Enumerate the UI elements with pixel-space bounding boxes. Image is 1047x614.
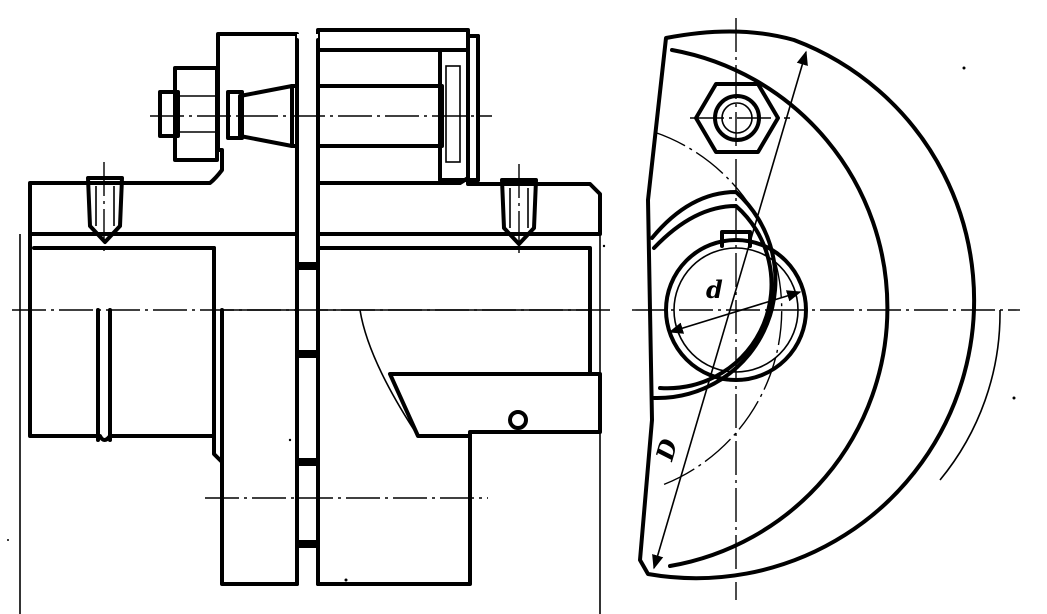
outer-flange [638,29,977,581]
dimension-label-d: d [706,275,723,304]
dimension-label-D: D [650,435,684,464]
section-view [12,28,612,614]
o-ring [508,410,528,430]
hex-nut [173,66,219,162]
gap-marks [299,262,316,548]
right-hub-section [316,176,602,236]
end-view: D d [632,18,1020,600]
scan-specks [7,66,1016,582]
dimension-line-d [668,290,802,334]
set-screw-right [500,178,538,246]
pitch-circle [653,131,783,487]
right-hub-lower-section [388,372,602,438]
set-screw-left [86,176,124,244]
left-hub-body [28,232,299,586]
